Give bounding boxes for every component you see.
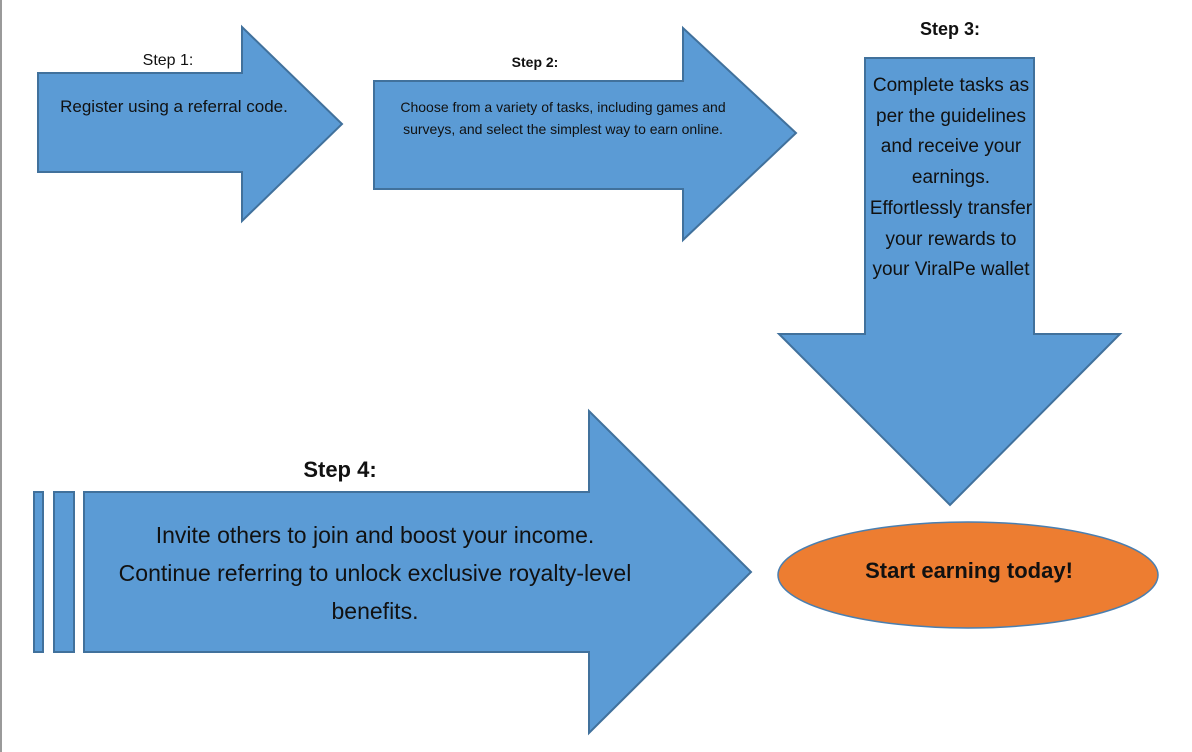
cta-oval [777, 521, 1159, 629]
step2-title: Step 2: [511, 54, 559, 70]
step1-arrow [37, 24, 344, 224]
step4-title: Step 4: [303, 457, 377, 482]
cta-text: Start earning today! [865, 558, 1073, 583]
step4-text: Invite others to join and boost your inc… [118, 522, 632, 624]
step3-text: Complete tasks as per the guidelines and… [869, 75, 1033, 281]
step4-arrow [83, 408, 753, 736]
step2-text: Choose from a variety of tasks, includin… [400, 99, 726, 137]
step3-arrow [776, 57, 1123, 507]
step4-stripe-1 [33, 491, 44, 653]
step4-stripe-2 [53, 491, 75, 653]
step3-title: Step 3: [919, 19, 980, 39]
step1-text: Register using a referral code. [60, 97, 288, 116]
step2-arrow [373, 25, 798, 243]
step1-title: Step 1: [142, 52, 194, 69]
left-border [0, 0, 2, 752]
